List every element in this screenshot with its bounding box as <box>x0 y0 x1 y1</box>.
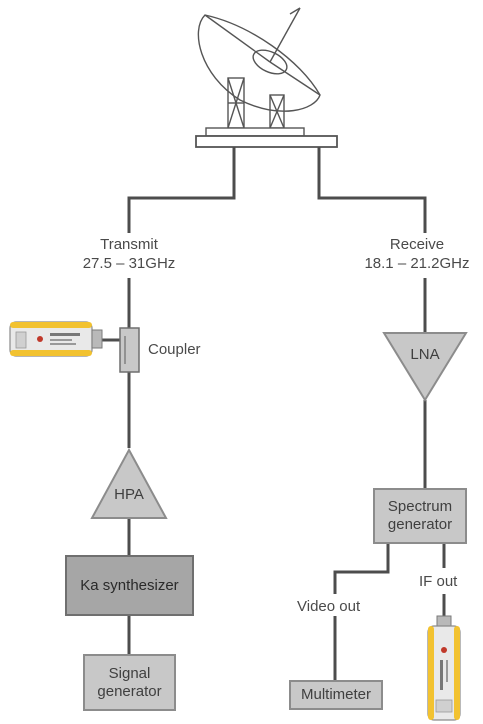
satellite-dish-icon <box>195 7 338 148</box>
lna-label: LNA <box>410 346 440 363</box>
transmit-band: 27.5 – 31GHz <box>82 255 176 272</box>
video-out-label: Video out <box>297 598 361 615</box>
signal-paths <box>102 147 446 680</box>
hpa-amplifier <box>90 447 168 519</box>
multimeter-label: Multimeter <box>300 686 371 703</box>
receive-title: Receive <box>389 236 445 253</box>
transmit-label: Transmit 27.5 – 31GHz <box>79 235 179 273</box>
spectrum-generator-label-1: Spectrum <box>387 498 453 515</box>
lna-amplifier <box>382 332 468 402</box>
ka-synthesizer-label: Ka synthesizer <box>80 576 179 594</box>
signal-generator-label-1: Signal <box>108 664 151 682</box>
power-sensor-icon <box>427 615 461 721</box>
power-sensor-icon <box>9 321 103 357</box>
receive-label: Receive 18.1 – 21.2GHz <box>352 235 482 273</box>
signal-generator-block: Signal generator <box>83 654 176 711</box>
spectrum-generator-label-2: generator <box>387 516 453 533</box>
coupler-element <box>119 327 140 373</box>
ka-synthesizer-block: Ka synthesizer <box>65 555 194 616</box>
if-out-label: IF out <box>419 573 458 590</box>
receive-band: 18.1 – 21.2GHz <box>364 255 470 272</box>
signal-generator-label-2: generator <box>97 682 162 700</box>
coupler-label: Coupler <box>148 341 201 358</box>
transmit-title: Transmit <box>100 236 158 253</box>
multimeter-block: Multimeter <box>289 680 383 710</box>
hpa-label: HPA <box>114 486 144 503</box>
spectrum-generator-block: Spectrum generator <box>373 488 467 544</box>
